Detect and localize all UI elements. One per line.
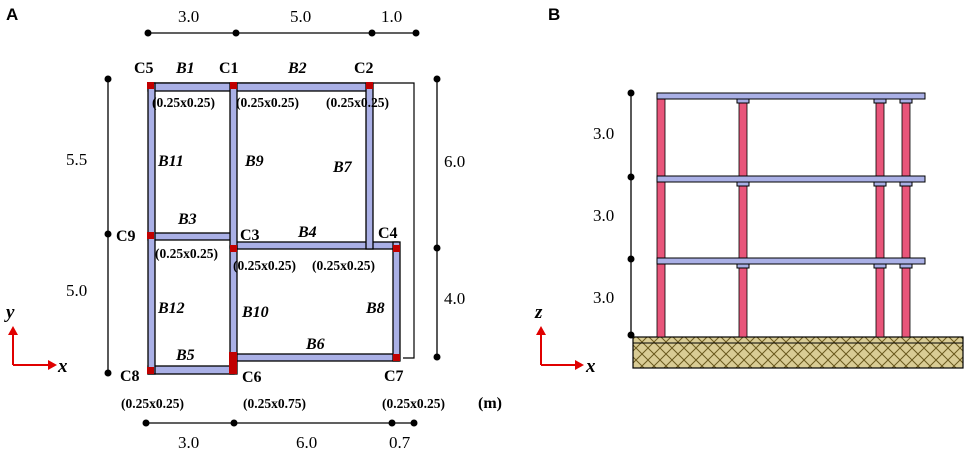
label-b1: B1 <box>175 60 195 77</box>
elevation-axis-x: x <box>585 356 596 377</box>
column-c9-marker <box>147 232 154 239</box>
floor-beam-1 <box>656 257 926 265</box>
label-b9: B9 <box>244 153 264 170</box>
storey-height-3: 3.0 <box>593 124 614 143</box>
section-c5: (0.25x0.25) <box>152 95 215 110</box>
floor-beam-3 <box>656 92 926 100</box>
right-dim-1: 6.0 <box>444 152 465 171</box>
left-dim-1: 5.5 <box>66 150 87 169</box>
elev-col-3-s2 <box>875 181 885 259</box>
floor-beam-2 <box>656 175 926 183</box>
right-dim-2: 4.0 <box>444 289 465 308</box>
elevation-axis-indicator: x z <box>534 302 596 377</box>
label-c3: C3 <box>240 227 260 244</box>
section-c2: (0.25x0.25) <box>326 95 389 110</box>
label-b10: B10 <box>241 304 269 321</box>
section-c9: (0.25x0.25) <box>155 246 218 261</box>
label-b12: B12 <box>157 300 185 317</box>
column-c4-marker <box>393 245 400 252</box>
column-c2-marker <box>366 82 373 89</box>
top-dim-2: 5.0 <box>290 7 311 26</box>
label-c8: C8 <box>120 368 140 385</box>
label-b2: B2 <box>287 60 307 77</box>
unit-label: (m) <box>478 395 502 412</box>
bottom-dim-2: 6.0 <box>296 433 317 452</box>
section-c8: (0.25x0.25) <box>121 396 184 411</box>
elev-col-1-s1 <box>656 263 666 338</box>
section-c7: (0.25x0.25) <box>382 396 445 411</box>
label-c6: C6 <box>242 369 262 386</box>
label-b11: B11 <box>157 153 184 170</box>
panel-b-letter: B <box>548 5 560 24</box>
elev-col-1-s3 <box>656 98 666 177</box>
elev-col-2-s2 <box>738 181 748 259</box>
elev-col-2-s1 <box>738 263 748 338</box>
label-c5: C5 <box>134 60 154 77</box>
label-b4: B4 <box>297 224 317 241</box>
beam-b11 <box>147 82 156 375</box>
label-b8: B8 <box>365 300 385 317</box>
label-b3: B3 <box>177 211 197 228</box>
label-c9: C9 <box>116 228 136 245</box>
elev-col-4-s2 <box>901 181 911 259</box>
label-c4: C4 <box>378 225 398 242</box>
right-dimension-line: 6.0 4.0 <box>433 75 465 361</box>
left-dim-2: 5.0 <box>66 281 87 300</box>
beam-b3 <box>147 232 235 241</box>
beam-b8 <box>392 241 401 362</box>
column-c6-marker <box>229 352 237 374</box>
plan-axis-indicator: x y <box>4 302 68 377</box>
column-c5-marker <box>147 82 154 89</box>
label-b7: B7 <box>332 159 353 176</box>
plan-columns <box>147 82 400 374</box>
section-c1: (0.25x0.25) <box>236 95 299 110</box>
label-c7: C7 <box>384 368 404 385</box>
column-c8-marker <box>147 367 154 374</box>
plan-axis-y: y <box>4 302 15 323</box>
elev-col-4-s3 <box>901 98 911 177</box>
elev-col-4-s1 <box>901 263 911 338</box>
left-dimension-line: 5.5 5.0 <box>66 75 112 377</box>
section-c3: (0.25x0.25) <box>233 258 296 273</box>
bottom-dimension-line: 3.0 6.0 0.7 <box>142 419 418 452</box>
elevation-axis-z: z <box>534 302 543 323</box>
storey-height-1: 3.0 <box>593 288 614 307</box>
label-b5: B5 <box>175 347 195 364</box>
storey-height-2: 3.0 <box>593 206 614 225</box>
elev-col-3-s3 <box>875 98 885 177</box>
label-c2: C2 <box>354 60 374 77</box>
top-dimension-line: 3.0 5.0 1.0 <box>144 7 420 37</box>
bottom-dim-3: 0.7 <box>389 433 411 452</box>
label-c1: C1 <box>219 60 239 77</box>
beam-b5 <box>147 365 235 375</box>
elev-col-3-s1 <box>875 263 885 338</box>
column-c3-marker <box>230 245 237 252</box>
beam-b2 <box>233 82 371 92</box>
ground-foundation <box>632 336 964 369</box>
beam-b1 <box>147 82 235 92</box>
top-dim-1: 3.0 <box>178 7 199 26</box>
section-c6: (0.25x0.75) <box>243 396 306 411</box>
storey-dimension-line: 3.0 3.0 3.0 <box>593 89 635 339</box>
plan-axis-x: x <box>57 356 68 377</box>
plan-beams <box>147 82 401 375</box>
panel-a-letter: A <box>6 5 18 24</box>
section-c4: (0.25x0.25) <box>312 258 375 273</box>
elevation-columns <box>656 98 911 338</box>
top-dim-3: 1.0 <box>381 7 402 26</box>
label-b6: B6 <box>305 336 325 353</box>
beam-b6 <box>233 353 400 362</box>
column-c7-marker <box>393 354 400 361</box>
elev-col-2-s3 <box>738 98 748 177</box>
elevation-beams <box>656 92 926 269</box>
bottom-dim-1: 3.0 <box>178 433 199 452</box>
column-c1-marker <box>230 82 237 89</box>
elev-col-1-s2 <box>656 181 666 259</box>
